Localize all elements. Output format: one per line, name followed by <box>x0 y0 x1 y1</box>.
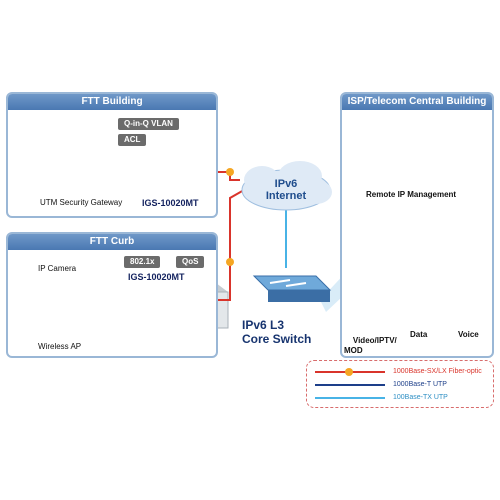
server-voice-label: Voice <box>458 330 479 339</box>
qinq-vlan-tag: Q-in-Q VLAN <box>118 118 179 130</box>
curb-switch-model: IGS-10020MT <box>128 272 185 282</box>
ip-camera-label: IP Camera <box>38 264 77 273</box>
legend-row-utp1000: 1000Base-T UTP <box>315 380 491 390</box>
utm-label: UTM Security Gateway <box>40 198 123 207</box>
dot1x-tag: 802.1x <box>124 256 161 268</box>
isp-panel: ISP/Telecom Central Building <box>340 92 494 358</box>
wireless-ap-label: Wireless AP <box>38 342 82 351</box>
ftt-building-title: FTT Building <box>8 94 216 110</box>
core-switch-label: IPv6 L3 Core Switch <box>242 318 311 346</box>
internet-label: IPv6 Internet <box>256 178 316 202</box>
internet-line2: Internet <box>265 190 307 202</box>
legend-utp100-line <box>315 397 385 399</box>
legend-fiber-text: 1000Base-SX/LX Fiber-optic <box>393 368 482 375</box>
internet-cloud <box>241 161 332 211</box>
internet-line1: IPv6 <box>274 178 298 190</box>
building-switch-model: IGS-10020MT <box>142 198 199 208</box>
legend-fiber-marker <box>345 368 353 376</box>
acl-tag: ACL <box>118 134 147 146</box>
ftt-building-panel: FTT Building <box>6 92 218 218</box>
server-data-label: Data <box>410 330 428 339</box>
legend-utp1000-line <box>315 384 385 386</box>
legend-utp1000-text: 1000Base-T UTP <box>393 381 447 388</box>
legend-row-fiber: 1000Base-SX/LX Fiber-optic <box>315 367 491 377</box>
legend-utp100-text: 100Base-TX UTP <box>393 394 448 401</box>
server-video-text: Video/IPTV/ MOD <box>344 336 397 355</box>
qos-tag: QoS <box>176 256 205 268</box>
ftt-curb-panel: FTT Curb <box>6 232 218 358</box>
legend-row-utp100: 100Base-TX UTP <box>315 393 491 403</box>
ftt-curb-title: FTT Curb <box>8 234 216 250</box>
core-line2: Core Switch <box>242 332 312 346</box>
legend: 1000Base-SX/LX Fiber-optic 1000Base-T UT… <box>306 360 494 408</box>
core-switch-device <box>252 275 332 302</box>
isp-title: ISP/Telecom Central Building <box>342 94 492 110</box>
remote-mgmt-label: Remote IP Management <box>366 190 457 199</box>
core-line1: IPv6 L3 <box>242 318 285 332</box>
server-video-label: Video/IPTV/ MOD <box>344 326 397 366</box>
